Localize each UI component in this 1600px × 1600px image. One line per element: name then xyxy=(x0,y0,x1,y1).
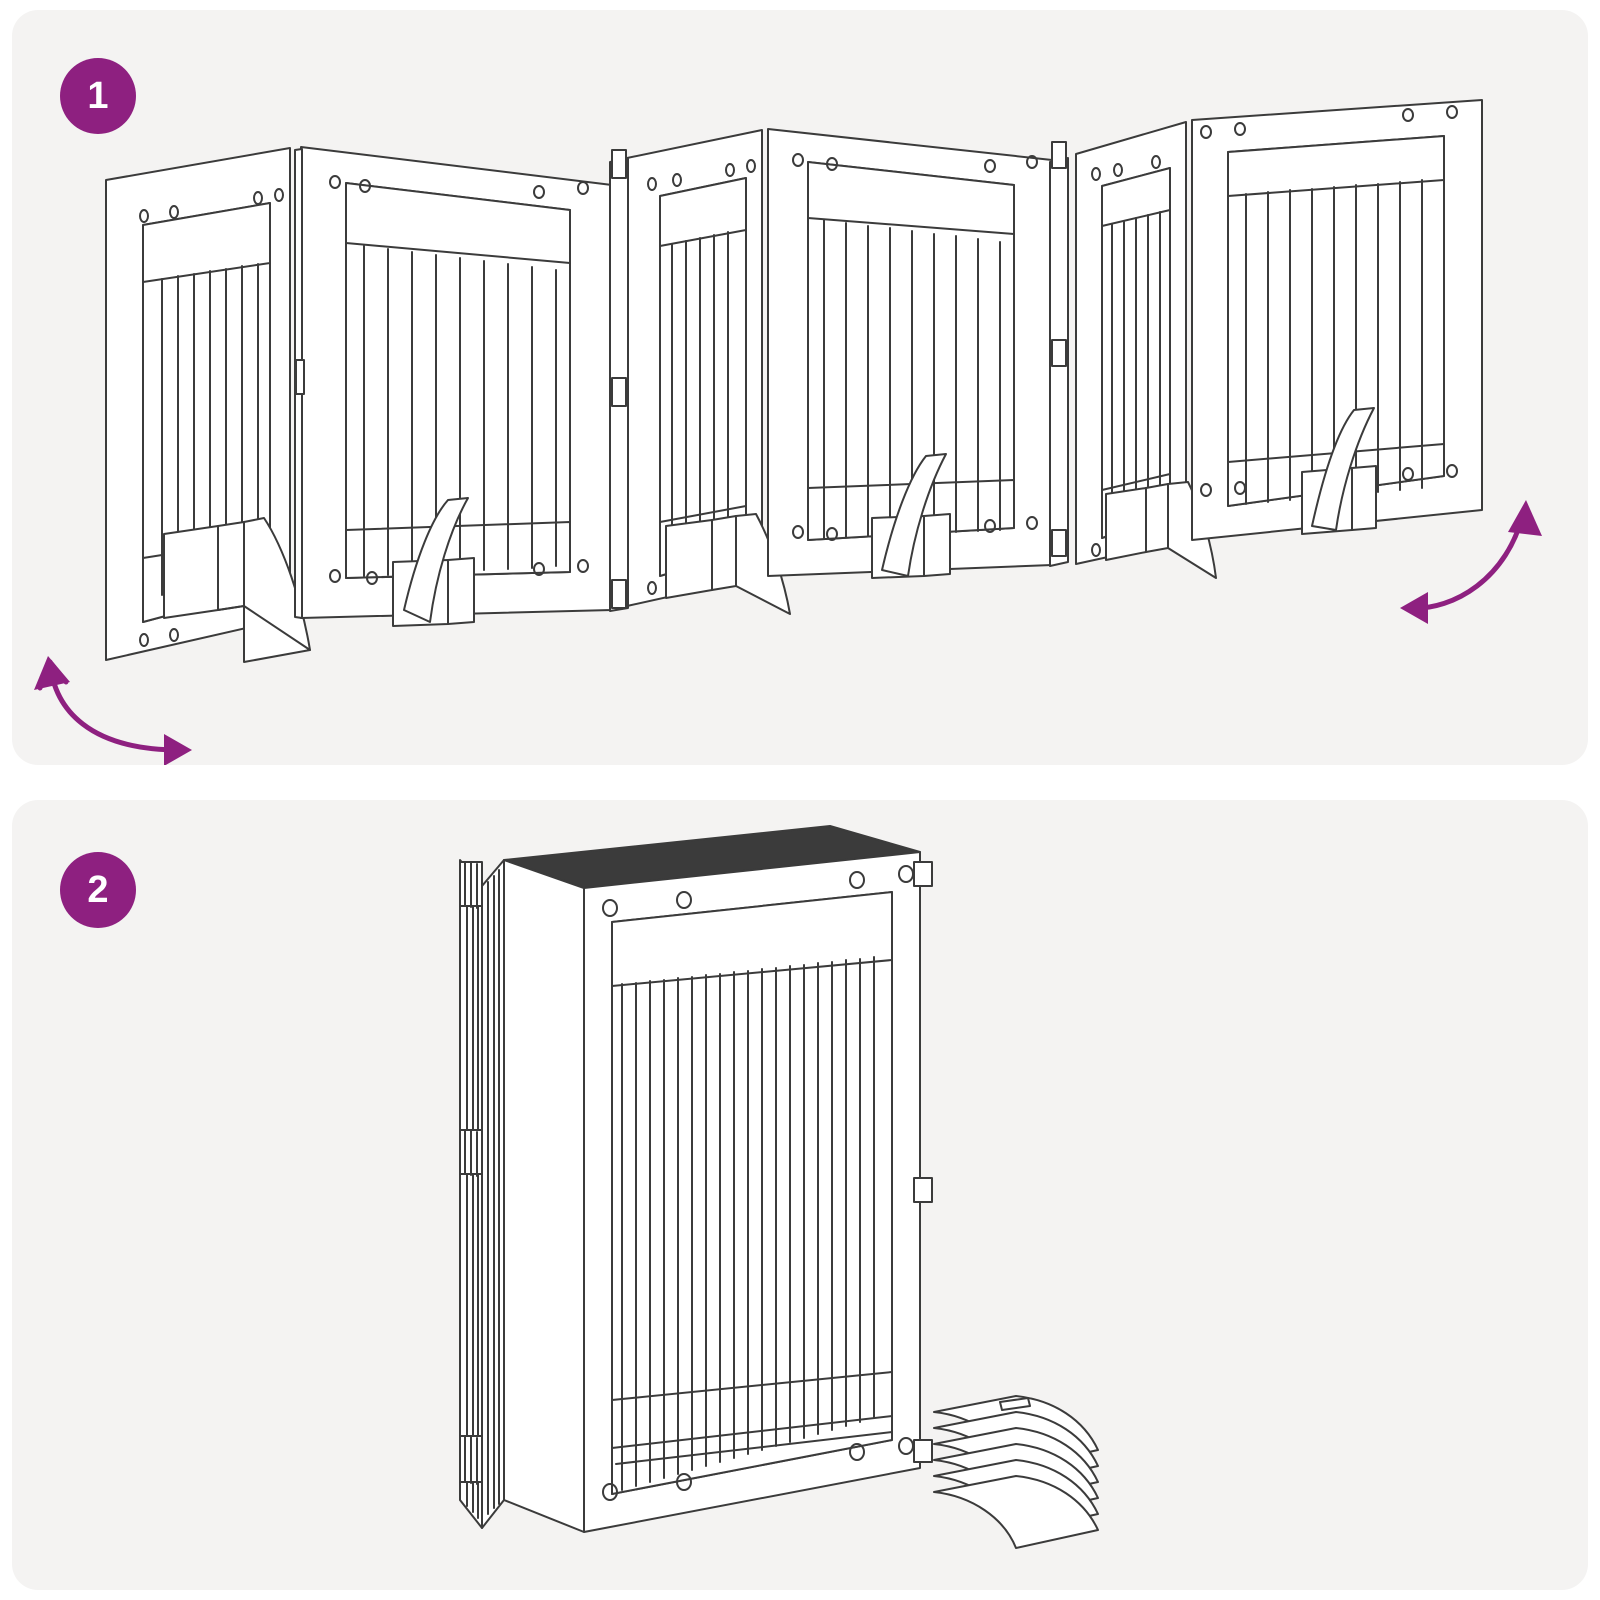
folded-stack-hinges xyxy=(459,861,483,1485)
fold-arrow-left-head2 xyxy=(34,656,70,690)
gate-panel-d xyxy=(767,128,1053,577)
step-1-number: 1 xyxy=(87,74,109,117)
folded-stack-edges xyxy=(459,859,505,1529)
hinge-strip-3 xyxy=(1049,141,1069,567)
folded-front-panel xyxy=(503,825,933,1533)
step-2-illustration xyxy=(459,825,1099,1549)
gate-foot-d xyxy=(871,453,951,579)
hinge-strip-1 xyxy=(294,148,305,619)
fold-arrow-left-head xyxy=(164,734,192,765)
fold-arrow-right xyxy=(1409,507,1527,611)
fold-arrow-right-head xyxy=(1400,592,1428,624)
gate-foot-f xyxy=(1301,407,1377,535)
step-2-badge: 2 xyxy=(60,852,136,928)
stacked-feet xyxy=(933,1395,1099,1549)
step-1-panel: 1 xyxy=(12,10,1588,765)
step-1-badge: 1 xyxy=(60,58,136,134)
step-1-illustration xyxy=(34,99,1542,765)
step-2-panel: 2 xyxy=(12,800,1588,1590)
fold-arrow-right-head2 xyxy=(1508,500,1542,536)
gate-foot-b xyxy=(392,497,475,627)
hinge-strip-2 xyxy=(609,149,629,612)
gate-panel-b xyxy=(300,146,613,619)
gate-foot-a xyxy=(163,517,311,663)
step-2-number: 2 xyxy=(87,868,109,911)
gate-foot-c xyxy=(665,513,791,615)
